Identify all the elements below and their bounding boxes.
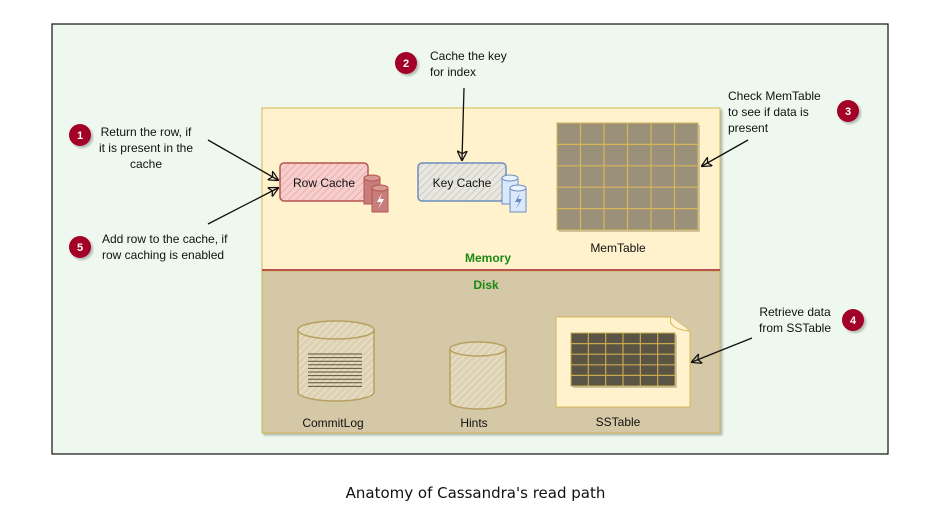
- row-cache: Row Cache: [279, 162, 389, 213]
- disk-zone-label: Disk: [473, 278, 499, 292]
- step-3: 3 Check MemTable to see if data is present: [728, 89, 859, 135]
- commitlog-lines-icon: [308, 353, 362, 387]
- step-badge-circle: [395, 52, 417, 74]
- step-text-line: to see if data is: [728, 105, 809, 119]
- step-badge: 5: [69, 236, 91, 258]
- arrow-step-5: [207, 188, 278, 225]
- arrow-step-2: [462, 87, 464, 160]
- step-text-line: it is present in the: [99, 141, 193, 155]
- step-badge-circle: [69, 236, 91, 258]
- row-cache-label: Row Cache: [293, 176, 355, 190]
- step-2: 2 Cache the key for index: [395, 49, 507, 79]
- commitlog-label: CommitLog: [302, 416, 363, 430]
- step-badge-circle: [69, 124, 91, 146]
- step-badge: 4: [842, 309, 864, 331]
- step-text-line: row caching is enabled: [102, 248, 224, 262]
- step-text-line: cache: [130, 157, 162, 171]
- step-badge-circle: [837, 100, 859, 122]
- key-cache: Key Cache: [417, 162, 527, 213]
- step-number: 3: [845, 106, 851, 118]
- step-text-line: present: [728, 121, 769, 135]
- step-badge: 1: [69, 124, 91, 146]
- arrow-step-1: [207, 139, 278, 180]
- figure-caption: Anatomy of Cassandra's read path: [345, 484, 606, 502]
- sstable-label: SSTable: [596, 415, 641, 429]
- step-1: 1 Return the row, if it is present in the c…: [69, 124, 193, 171]
- key-cache-label: Key Cache: [433, 176, 492, 190]
- step-text-line: Cache the key: [430, 49, 507, 63]
- memory-zone-label: Memory: [465, 251, 511, 265]
- hints-label: Hints: [460, 416, 487, 430]
- step-text-line: Check MemTable: [728, 89, 821, 103]
- step-badge-circle: [842, 309, 864, 331]
- step-4: 4 Retrieve data from SSTable: [759, 305, 864, 335]
- step-text-line: for index: [430, 65, 476, 79]
- memtable-grid: [556, 122, 700, 232]
- step-number: 5: [77, 242, 83, 254]
- step-number: 4: [850, 315, 857, 327]
- step-text-line: Return the row, if: [101, 125, 192, 139]
- hints: Hints: [449, 341, 507, 430]
- step-number: 1: [77, 130, 83, 142]
- step-annotations: 1 Return the row, if it is present in the c…: [69, 49, 864, 335]
- step-text-line: Add row to the cache, if: [102, 232, 228, 246]
- arrow-step-4: [692, 337, 753, 362]
- sstable: SSTable: [555, 316, 691, 429]
- memtable: MemTable: [556, 122, 700, 255]
- step-badge: 2: [395, 52, 417, 74]
- step-text-line: Retrieve data: [759, 305, 831, 319]
- arrow-step-3: [702, 139, 749, 166]
- step-5: 5 Add row to the cache, if row caching is …: [69, 232, 228, 262]
- step-badge: 3: [837, 100, 859, 122]
- step-text-line: from SSTable: [759, 321, 831, 335]
- key-cache-database-icon: [501, 174, 527, 213]
- sstable-grid: [570, 332, 677, 388]
- commitlog: CommitLog: [297, 320, 375, 430]
- row-cache-database-icon: [363, 174, 389, 213]
- memtable-label: MemTable: [590, 241, 646, 255]
- step-number: 2: [403, 58, 409, 70]
